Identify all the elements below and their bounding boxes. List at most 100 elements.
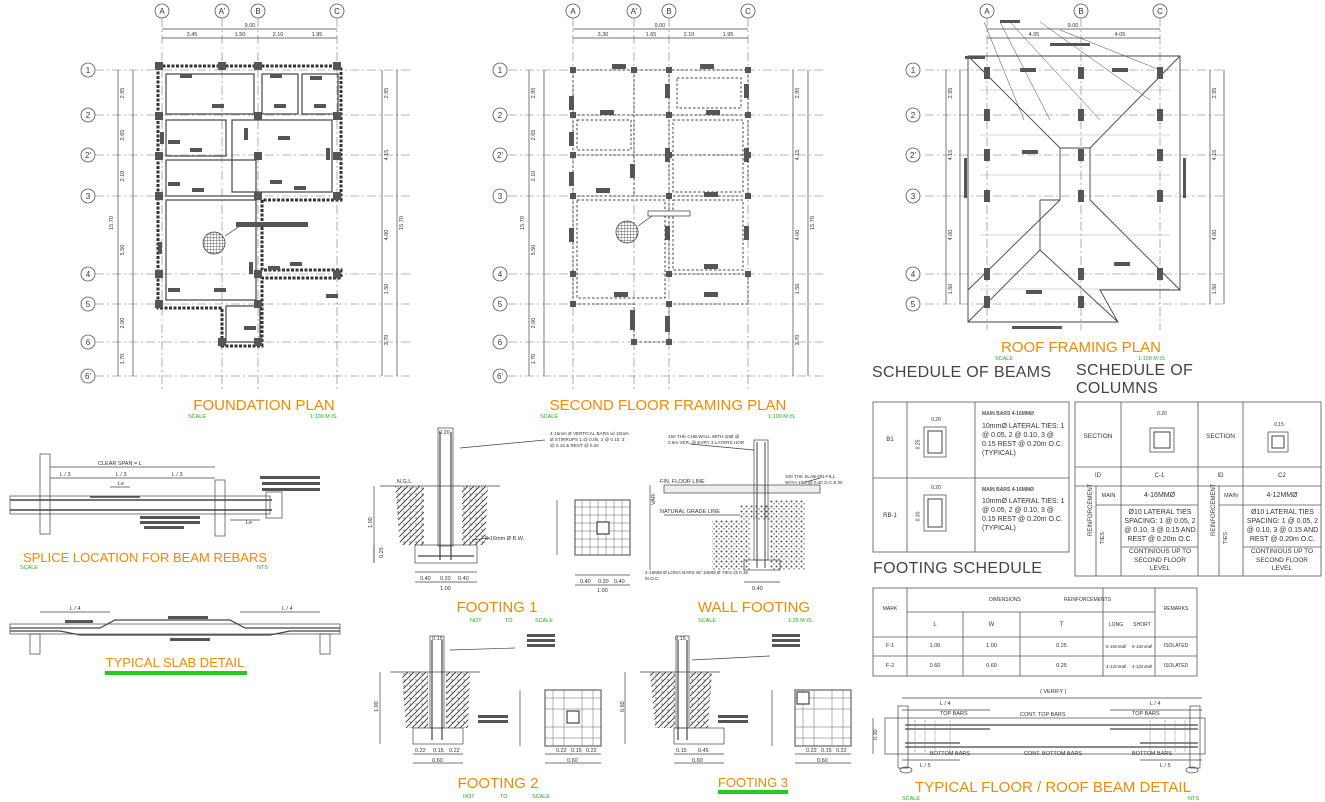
title-slab: TYPICAL SLAB DETAIL bbox=[106, 655, 245, 670]
footing3-plan-dim: 0.22 bbox=[836, 748, 847, 754]
scale-word: SCALE bbox=[532, 794, 550, 800]
col-main: 4-16MMØ bbox=[1143, 492, 1176, 499]
dim-text: 1.65 bbox=[646, 32, 657, 38]
scale-value: 1:100 M tS. bbox=[1138, 356, 1167, 362]
schedule-columns-title-2: COLUMNS bbox=[1076, 380, 1159, 397]
col-id-label: ID bbox=[1095, 473, 1101, 479]
dim-text: 2.95 bbox=[948, 88, 954, 99]
beam-cont-top: CONT. TOP BARS bbox=[1020, 712, 1066, 718]
splice-le: Le bbox=[118, 481, 124, 487]
scale-word: SCALE bbox=[20, 565, 38, 571]
footing2-top: 0.15 bbox=[432, 636, 443, 642]
roof-framing-plan bbox=[925, 18, 1225, 330]
beam-schedule-grid bbox=[872, 401, 1070, 553]
row-label: 4 bbox=[911, 270, 916, 279]
beam-height: 0.30 bbox=[915, 511, 922, 522]
row-label: 6' bbox=[85, 372, 91, 381]
footing3-top: 0.15 bbox=[675, 636, 686, 642]
beam-mark: B1 bbox=[886, 437, 894, 443]
col-label: A bbox=[570, 7, 576, 16]
dim-text: 1.70 bbox=[531, 354, 537, 365]
footing3-total: 0.60 bbox=[692, 758, 703, 764]
dim-text: 4.15 bbox=[795, 150, 801, 161]
col-main-label: MAIN bbox=[1101, 493, 1116, 499]
fs-mark: F-1 bbox=[885, 643, 895, 649]
foundation-plan bbox=[95, 18, 412, 392]
col-section-label: SECTION bbox=[1083, 433, 1113, 440]
fs-w: 1.00 bbox=[986, 643, 997, 649]
beam-mark: RB-1 bbox=[883, 513, 897, 519]
footing2-h: 1.00 bbox=[374, 701, 380, 712]
title-wall-footing: WALL FOOTING bbox=[698, 599, 810, 616]
dim-text: 1.50 bbox=[948, 284, 954, 295]
col-size: 0.20 bbox=[1157, 411, 1167, 417]
footing2-total: 0.60 bbox=[432, 758, 443, 764]
detail-labels: CLEAR SPAN = L L / 3 L / 3 L / 3 Le Le L… bbox=[60, 430, 1172, 769]
footing3-plan-total: 0.60 bbox=[817, 758, 828, 764]
footing1-plan-dim: 0.40 bbox=[580, 579, 591, 585]
dim-text: 1.50 bbox=[384, 284, 390, 295]
footing1-dim: 0.20 bbox=[440, 576, 451, 582]
title-footing1: FOOTING 1 bbox=[457, 599, 538, 616]
scale-word: NOT bbox=[470, 618, 482, 624]
dim-text: 2.10 bbox=[120, 171, 126, 182]
footing2-plan-dim: 0.15 bbox=[571, 748, 582, 754]
dim-text: 4.15 bbox=[948, 150, 954, 161]
col-label: B bbox=[666, 7, 671, 16]
footing1-note: 4-16mm Ø VERTICAL BARS w/ 10mm Ø STIRRUP… bbox=[550, 431, 629, 448]
slab-l4: L / 4 bbox=[282, 606, 293, 612]
wall-ffl: FIN. FLOOR LINE bbox=[660, 479, 705, 485]
scale-word: SCALE bbox=[188, 414, 206, 420]
fs-t: 0.25 bbox=[1056, 643, 1067, 649]
fs-short: 4-12mmØ bbox=[1131, 664, 1152, 669]
beam-bottom: BOTTOM BARS bbox=[930, 751, 970, 757]
dim-text: 2.65 bbox=[120, 130, 126, 141]
scale-value: 1:100 M tS. bbox=[768, 414, 797, 420]
splice-l3: L / 3 bbox=[116, 472, 127, 478]
title-splice: SPLICE LOCATION FOR BEAM REBARS bbox=[23, 550, 267, 565]
footing-2 bbox=[379, 635, 602, 764]
row-label: 5 bbox=[498, 300, 503, 309]
beam-main-spec: MAIN BARS 4-16MMØ bbox=[982, 411, 1034, 417]
slab-detail bbox=[9, 611, 341, 655]
dim-text: 4.05 bbox=[1115, 32, 1126, 38]
scale-word: SCALE bbox=[698, 618, 716, 624]
footing3-title-underline bbox=[718, 790, 788, 794]
vertical-dimension-labels: 2.95 2.65 2.10 5.50 2.00 1.70 15.70 2.95… bbox=[109, 88, 1218, 365]
fs-mark: F-2 bbox=[885, 663, 895, 669]
wall-ngl: NATURAL GRADE LINE bbox=[660, 509, 720, 515]
fs-long-header: LONG bbox=[1108, 622, 1124, 628]
fs-t-header: T bbox=[1059, 622, 1064, 628]
dim-text: 2.95 bbox=[795, 88, 801, 99]
grid-bubbles bbox=[80, 3, 1168, 384]
footing-schedule-grid bbox=[872, 587, 1198, 677]
fs-l-header: L bbox=[933, 622, 937, 628]
column-schedule-grid bbox=[1074, 401, 1322, 577]
grid-bubble-labels: A A' B C A A' B C A B C 1 2 2' 3 4 5 6 6… bbox=[85, 7, 1163, 381]
row-label: 6' bbox=[497, 372, 503, 381]
footing1-top: 0.20 bbox=[439, 430, 450, 436]
dim-text: 2.95 bbox=[1212, 88, 1218, 99]
dim-text: 4.00 bbox=[1212, 230, 1218, 241]
second-floor-columns bbox=[569, 64, 751, 345]
beam-main-spec: MAIN BARS 4-16MMØ bbox=[982, 487, 1034, 493]
dim-text: 15.70 bbox=[520, 216, 526, 230]
footing1-h: 1.00 bbox=[368, 517, 374, 528]
row-label: 1 bbox=[498, 66, 503, 75]
scale-word: TO bbox=[505, 618, 513, 624]
dim-text: 1.70 bbox=[120, 354, 126, 365]
dim-text: 4.95 bbox=[1029, 32, 1040, 38]
beam-detail bbox=[872, 697, 1206, 774]
schedule-columns-title-1: SCHEDULE OF bbox=[1076, 362, 1194, 379]
footing1-bars: 8-16mm Ø B.W. bbox=[485, 536, 525, 542]
row-label: 2 bbox=[911, 111, 916, 120]
fs-remarks: ISOLATED bbox=[1163, 643, 1189, 649]
footing2-dim: 0.22 bbox=[415, 748, 426, 754]
col-label: C bbox=[334, 7, 340, 16]
footing2-dim: 0.22 bbox=[449, 748, 460, 754]
col-mark: C-1 bbox=[1154, 473, 1165, 479]
dim-text: 4.15 bbox=[1212, 150, 1218, 161]
dim-text: 3.30 bbox=[598, 32, 609, 38]
beam-verify: ( VERIFY ) bbox=[1040, 689, 1067, 695]
